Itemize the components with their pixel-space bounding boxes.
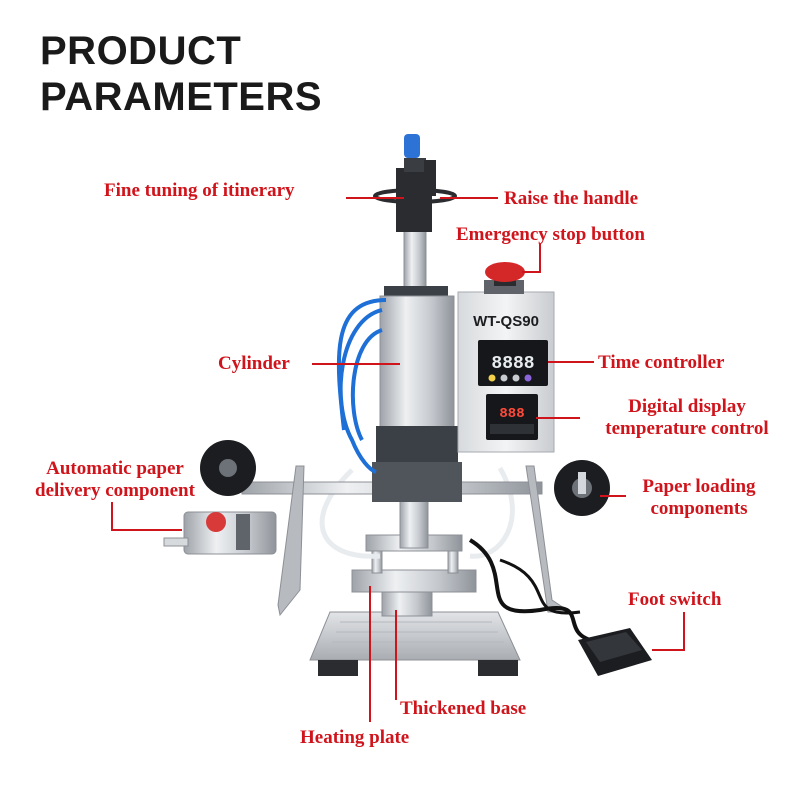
foot-switch-part <box>468 538 652 676</box>
cylinder-part <box>372 227 462 502</box>
label-digital-display-line-2: temperature control <box>605 418 769 439</box>
raise-handle-part <box>373 188 457 204</box>
label-heating-plate: Heating plate <box>300 727 410 748</box>
time-controller-part <box>478 340 548 386</box>
thickened-base-part <box>309 611 521 676</box>
model-label: WT-QS90 <box>473 313 539 330</box>
label-digital-display-line-1: Digital display <box>628 396 746 417</box>
auto-paper-delivery-part <box>163 440 277 555</box>
fine-tuning-part <box>396 134 436 232</box>
label-thickened-base: Thickened base <box>400 698 527 719</box>
title-line-1: PRODUCT <box>40 29 242 73</box>
label-paper-loading: Paper loading components <box>624 476 774 520</box>
heating-plate-part <box>351 569 477 593</box>
temp-buttons <box>490 424 534 434</box>
label-paper-loading-line-2: components <box>650 498 748 519</box>
timer-buttons <box>488 374 532 382</box>
emergency-stop-part <box>485 262 525 286</box>
label-foot-switch: Foot switch <box>628 589 722 610</box>
label-paper-loading-line-1: Paper loading <box>642 476 756 497</box>
leader-emergency-stop <box>522 244 541 273</box>
page-title: PRODUCT PARAMETERS <box>40 28 322 120</box>
label-time-controller: Time controller <box>598 352 725 373</box>
die-frame <box>365 499 463 574</box>
leader-foot-switch <box>652 612 685 651</box>
label-raise-handle: Raise the handle <box>504 188 639 209</box>
title-line-2: PARAMETERS <box>40 75 323 119</box>
label-digital-display: Digital display temperature control <box>584 396 790 440</box>
label-fine-tuning: Fine tuning of itinerary <box>104 180 295 201</box>
label-cylinder: Cylinder <box>218 353 290 374</box>
leader-lines <box>111 197 685 722</box>
paper-loading-roller <box>554 460 610 516</box>
label-emergency-stop: Emergency stop button <box>456 224 645 245</box>
label-auto-paper-line-1: Automatic paper <box>46 458 184 479</box>
timer-display: 8888 <box>491 354 534 374</box>
leader-auto-paper <box>111 502 182 531</box>
label-auto-paper-line-2: delivery component <box>35 480 195 501</box>
temp-display: 888 <box>499 406 524 422</box>
label-auto-paper: Automatic paper delivery component <box>10 458 220 502</box>
pneumatic-hoses <box>336 298 387 474</box>
